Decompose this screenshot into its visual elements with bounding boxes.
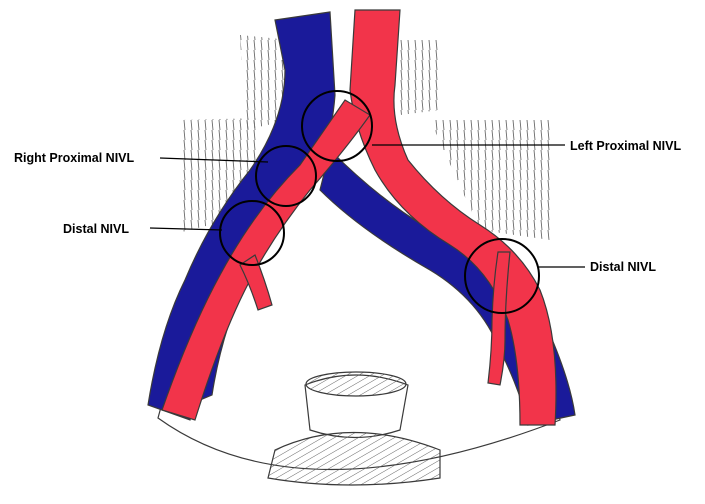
inferior-vena-cava bbox=[148, 12, 335, 420]
right-proximal-nivl-label: Right Proximal NIVL bbox=[14, 151, 135, 165]
left-proximal-nivl-label: Left Proximal NIVL bbox=[570, 139, 681, 153]
distal-nivl-right-label: Distal NIVL bbox=[63, 222, 129, 236]
distal-nivl-left-label: Distal NIVL bbox=[590, 260, 656, 274]
bladder-structure bbox=[268, 372, 440, 485]
